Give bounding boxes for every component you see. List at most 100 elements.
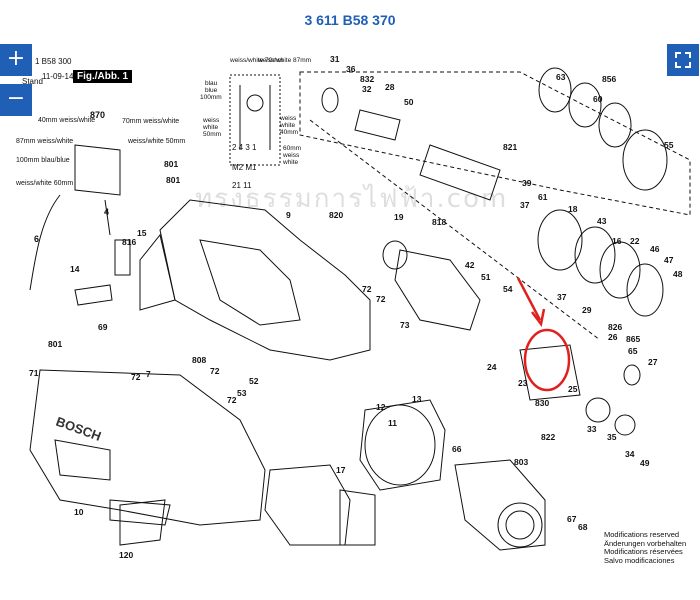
housing-handle bbox=[139, 233, 176, 311]
motor-labels: M2 M1 bbox=[232, 163, 257, 172]
expand-icon bbox=[675, 52, 691, 68]
part-label: 4 bbox=[104, 207, 109, 217]
part-number-label: 55 bbox=[664, 140, 674, 150]
terminal-bottom: 21 11 bbox=[232, 181, 252, 190]
part-number-label: 19 bbox=[394, 212, 404, 222]
schematic-label: blau bbox=[205, 80, 218, 87]
highlight-arrow bbox=[516, 277, 542, 321]
schematic-label: weiss bbox=[279, 115, 297, 122]
wire-label: 70mm weiss/white bbox=[122, 118, 179, 125]
footer-line: Modifications reserved bbox=[604, 530, 680, 539]
part-number-label: 818 bbox=[432, 217, 446, 227]
part-number-label: 69 bbox=[98, 322, 108, 332]
schematic-label: weiss bbox=[282, 152, 300, 159]
spindle-part bbox=[354, 109, 401, 141]
wire-label: 100mm blau/blue bbox=[16, 157, 70, 164]
part-label: 6 bbox=[34, 234, 39, 244]
schematic-frame bbox=[229, 74, 281, 166]
part-number-label: 51 bbox=[481, 272, 491, 282]
part-number-label: 73 bbox=[400, 320, 410, 330]
part-number-label: 820 bbox=[329, 210, 343, 220]
gear-housing bbox=[159, 199, 371, 361]
stand-label: Stand bbox=[22, 77, 43, 86]
stator bbox=[359, 399, 446, 491]
gear-box bbox=[394, 249, 481, 331]
figure-label: Fig./Abb. 1 bbox=[73, 70, 133, 83]
part-number-label: 865 bbox=[626, 334, 640, 344]
seal-ring bbox=[538, 67, 572, 113]
switch-870 bbox=[74, 144, 121, 196]
part-number-label: 28 bbox=[385, 82, 395, 92]
part-number-label: 53 bbox=[237, 388, 247, 398]
housing-cap bbox=[109, 499, 171, 526]
page-title: 3 611 B58 370 bbox=[304, 12, 396, 28]
part-number-label: 46 bbox=[650, 244, 660, 254]
part-number-label: 830 bbox=[535, 398, 549, 408]
part-number-label: 29 bbox=[582, 305, 592, 315]
cable-clamp bbox=[74, 284, 113, 306]
assembly-outline bbox=[299, 71, 691, 216]
schematic-label: weiss bbox=[202, 117, 220, 124]
part-number-label: 17 bbox=[336, 465, 346, 475]
part-number-label: 822 bbox=[541, 432, 555, 442]
schematic-label: 40mm bbox=[280, 129, 298, 136]
schematic-label: weiss/white 87mm bbox=[257, 57, 311, 64]
wire-label: 87mm weiss/white bbox=[16, 138, 73, 145]
part-number-label: 803 bbox=[514, 457, 528, 467]
part-number-label: 31 bbox=[330, 54, 340, 64]
zoom-out-button[interactable]: − bbox=[0, 84, 32, 116]
part-number-label: 37 bbox=[557, 292, 567, 302]
part-number-label: 12 bbox=[376, 402, 386, 412]
watermark-text: ทรงธรรมการไฟฟ้า.com bbox=[195, 184, 509, 214]
o-ring bbox=[321, 87, 339, 113]
schematic-label: 100mm bbox=[200, 94, 222, 101]
part-number-label: 54 bbox=[503, 284, 513, 294]
part-number-label: 7 bbox=[146, 369, 151, 379]
o-ring bbox=[382, 240, 408, 270]
housing-vent bbox=[54, 439, 111, 481]
fullscreen-button[interactable] bbox=[667, 44, 699, 76]
axis-line bbox=[309, 119, 601, 341]
part-number-label: 801 bbox=[164, 159, 178, 169]
part-number-label: 72 bbox=[131, 372, 141, 382]
part-number-label: 26 bbox=[608, 332, 618, 342]
motor-symbol bbox=[246, 94, 264, 112]
motor-housing bbox=[29, 369, 266, 526]
part-number-label: 33 bbox=[587, 424, 597, 434]
terminal-labels: 2 4 3 1 bbox=[232, 143, 257, 152]
part-number-label: 61 bbox=[538, 192, 548, 202]
part-number-label: 72 bbox=[210, 366, 220, 376]
part-number-label: 72 bbox=[227, 395, 237, 405]
footer-notes: Modifications reserved Änderungen vorbeh… bbox=[604, 530, 687, 565]
part-number-label: 27 bbox=[648, 357, 658, 367]
part-number-label: 801 bbox=[48, 339, 62, 349]
footer-line: Salvo modificaciones bbox=[604, 555, 675, 565]
part-number-label: 49 bbox=[640, 458, 650, 468]
highlight-circle bbox=[523, 328, 571, 392]
part-number-label: 832 bbox=[360, 74, 374, 84]
part-number-label: 18 bbox=[568, 204, 578, 214]
part-number-label: 25 bbox=[568, 384, 578, 394]
zoom-in-button[interactable]: + bbox=[0, 44, 32, 76]
part-number-label: 816 bbox=[122, 237, 136, 247]
power-cord bbox=[29, 194, 61, 291]
part-number-label: 34 bbox=[625, 449, 635, 459]
part-number-label: 13 bbox=[412, 394, 422, 404]
part-number-label: 821 bbox=[503, 142, 517, 152]
gear-ring bbox=[537, 209, 583, 271]
part-number-label: 72 bbox=[362, 284, 372, 294]
part-number-label: 10 bbox=[74, 507, 84, 517]
part-number-label: 67 bbox=[567, 514, 577, 524]
part-number-label: 15 bbox=[137, 228, 147, 238]
footer-line: Änderungen vorbehalten bbox=[604, 538, 687, 548]
part-number-label: 68 bbox=[578, 522, 588, 532]
part-number-label: 71 bbox=[29, 368, 39, 378]
footer-line: Modifications réservées bbox=[604, 547, 683, 557]
part-number-label: 50 bbox=[404, 97, 414, 107]
spindle-tube bbox=[419, 144, 501, 201]
dust-cover bbox=[339, 489, 376, 546]
part-number-label: 37 bbox=[520, 200, 530, 210]
part-label: 870 bbox=[90, 110, 105, 120]
part-number-label: 11 bbox=[388, 418, 397, 428]
